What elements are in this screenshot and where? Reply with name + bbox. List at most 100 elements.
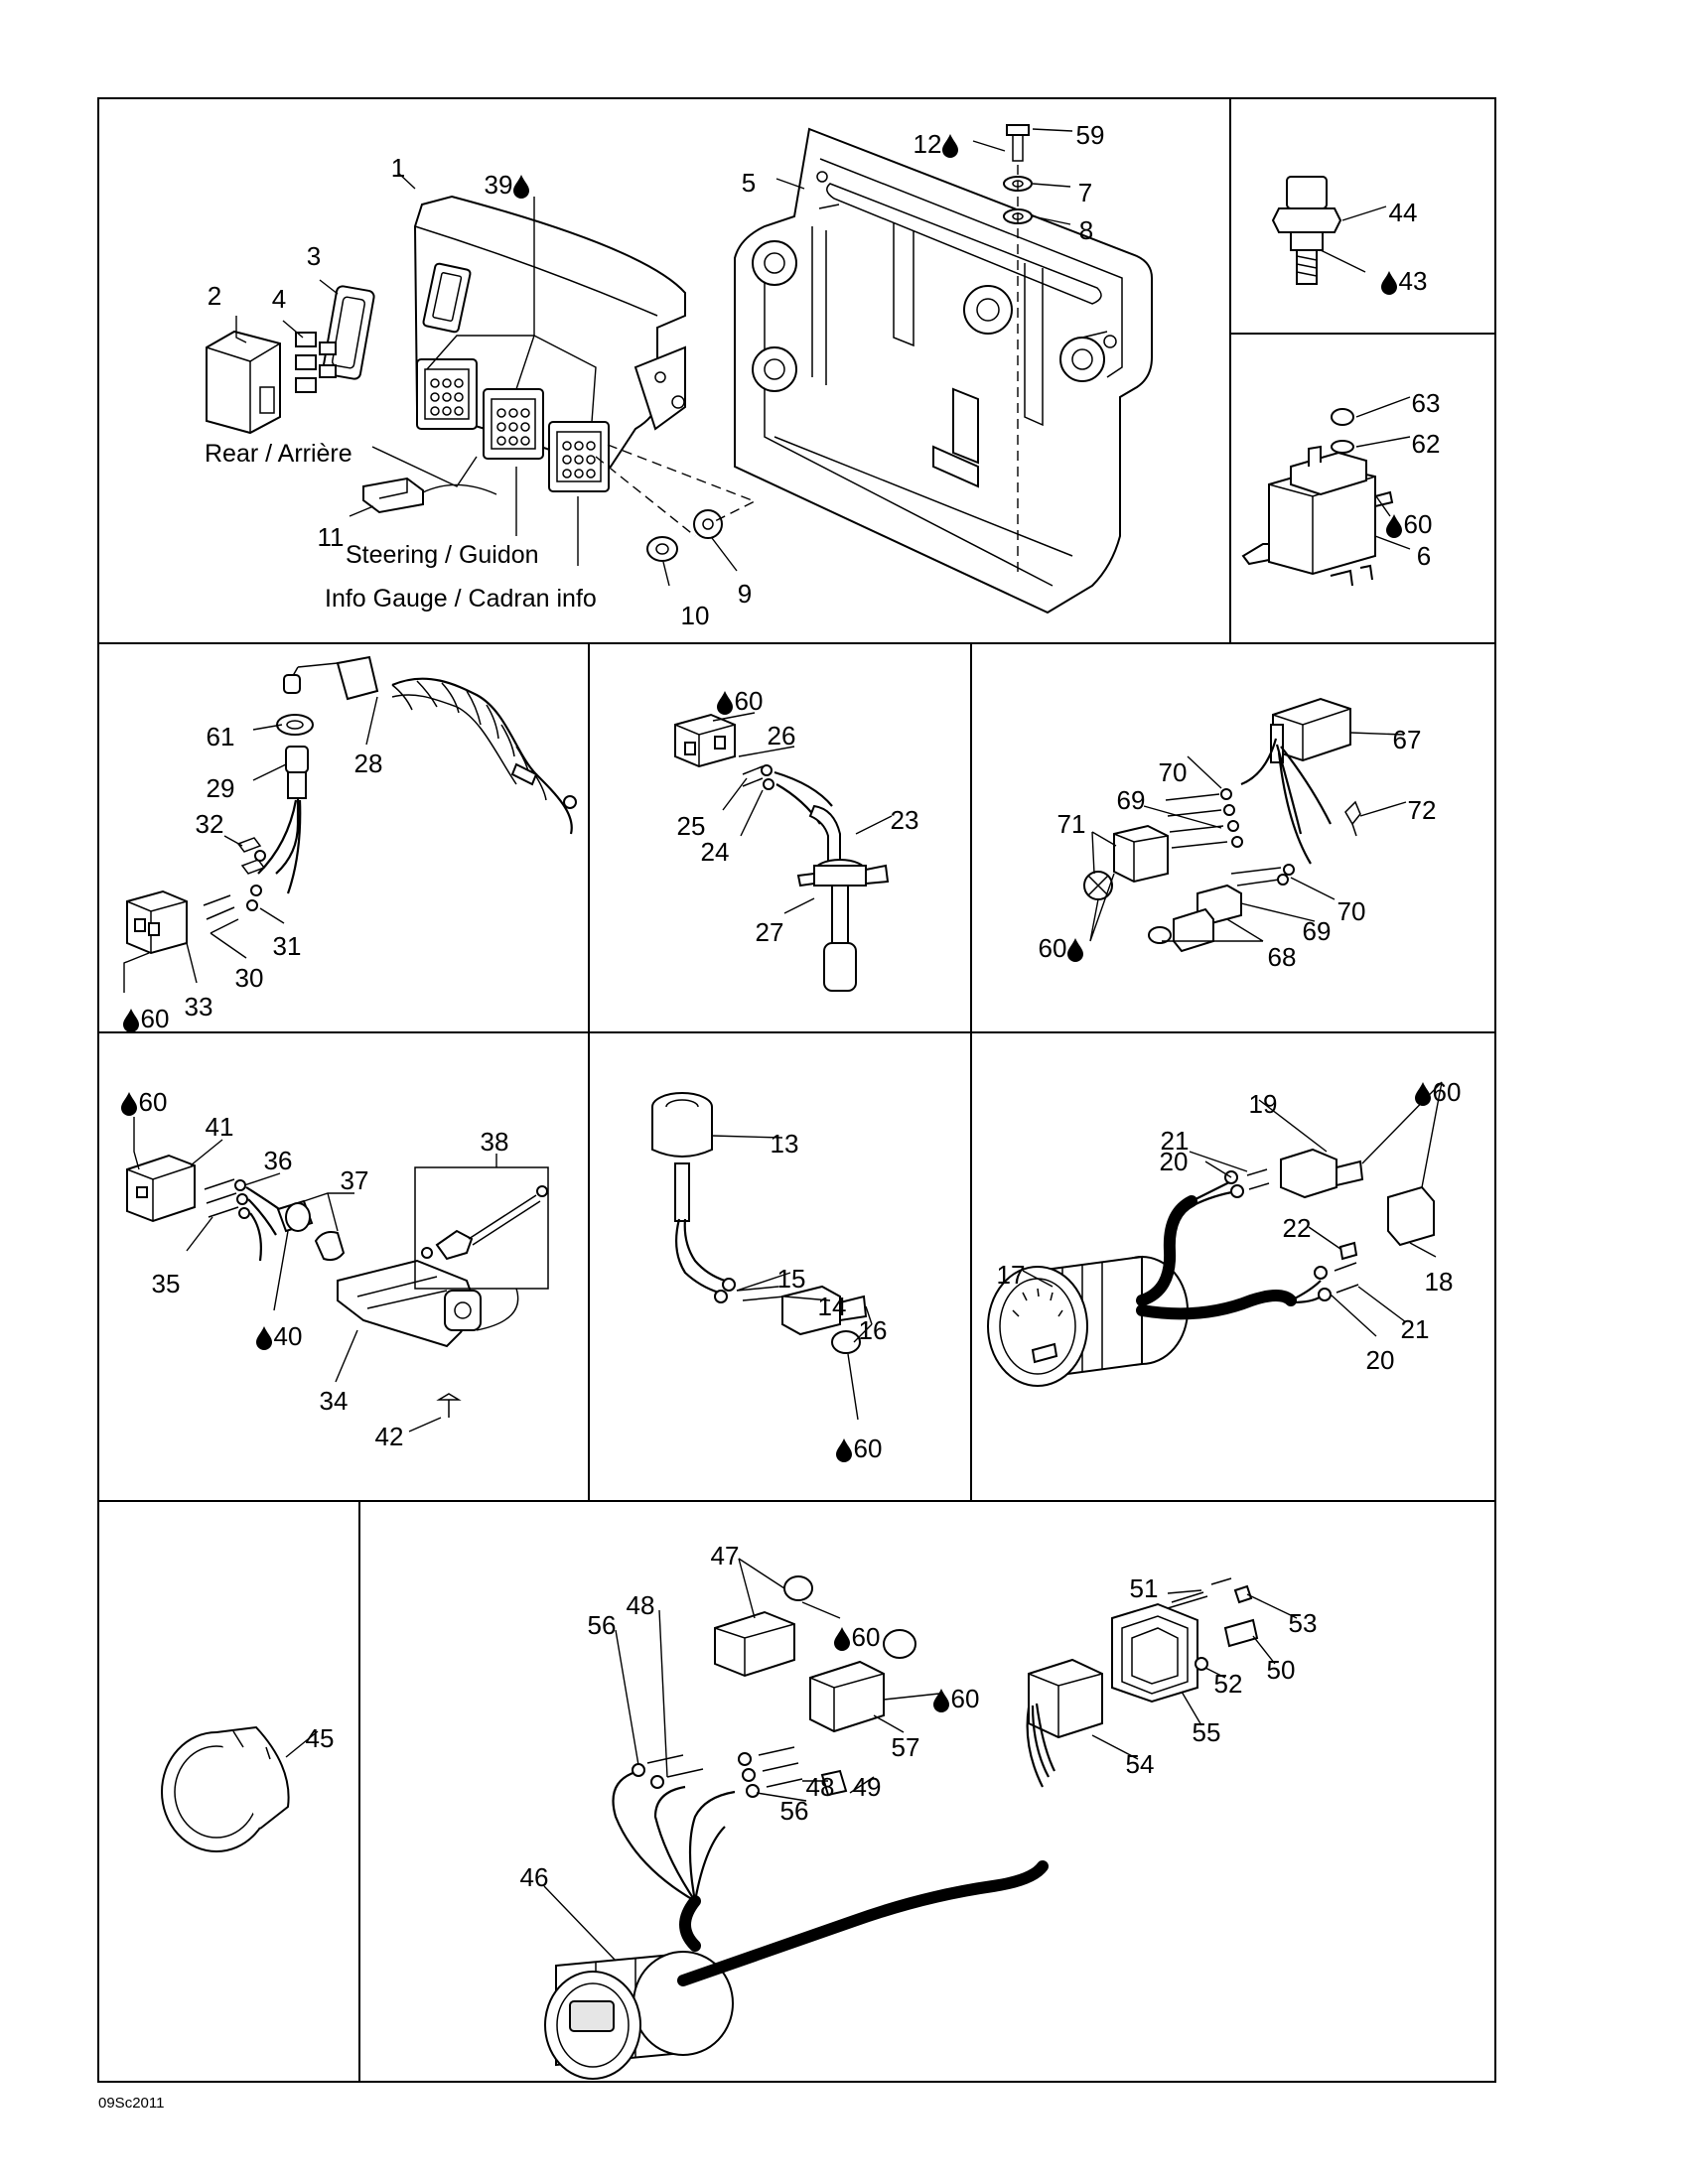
part-number: 62	[1412, 429, 1441, 459]
part-number: 4	[272, 284, 286, 314]
callout-c8: 8	[1079, 215, 1093, 245]
callout-c54: 54	[1126, 1749, 1155, 1779]
callout-c70b: 70	[1337, 896, 1366, 926]
callout-c28: 28	[354, 749, 383, 778]
callout-c70a: 70	[1159, 757, 1188, 787]
part-number: 12	[914, 129, 942, 159]
part-number: 17	[997, 1260, 1026, 1290]
callout-c60i: 60	[933, 1684, 979, 1713]
callout-c69b: 69	[1303, 916, 1332, 946]
callout-c33: 33	[185, 992, 213, 1022]
part-number: 57	[892, 1732, 920, 1762]
part-number: 29	[207, 773, 235, 803]
callout-c21b: 21	[1401, 1314, 1430, 1344]
callout-c50: 50	[1267, 1655, 1296, 1685]
callout-c13: 13	[771, 1129, 799, 1159]
callout-c35: 35	[152, 1269, 181, 1298]
callout-c10: 10	[681, 601, 710, 630]
sealant-drop-icon	[1067, 938, 1083, 962]
part-number: 48	[627, 1590, 655, 1620]
mounting-bracket	[734, 127, 1153, 614]
callout-c60h: 60	[834, 1622, 880, 1652]
callout-c63: 63	[1412, 388, 1441, 418]
throttle-sensor-assembly	[126, 1154, 549, 1418]
part-number: 37	[341, 1165, 369, 1195]
part-number: 38	[481, 1127, 509, 1157]
part-number: 36	[264, 1146, 293, 1175]
part-number: 54	[1126, 1749, 1155, 1779]
bezel-ring	[161, 1725, 290, 1852]
sealant-drop-icon	[933, 1689, 949, 1712]
callout-c51: 51	[1130, 1573, 1159, 1603]
callout-c26: 26	[768, 721, 796, 751]
callout-c60c: 60	[717, 686, 763, 716]
connector-port-rear	[416, 358, 478, 430]
callout-c9: 9	[738, 579, 752, 609]
part-number: 42	[375, 1422, 404, 1451]
part-number: 20	[1366, 1345, 1395, 1375]
callout-c15: 15	[777, 1264, 806, 1294]
part-number: 50	[1267, 1655, 1296, 1685]
callout-c60g: 60	[1415, 1077, 1461, 1107]
callout-c48a: 48	[627, 1590, 655, 1620]
callout-c43: 43	[1381, 266, 1427, 296]
analog-gauge-assembly	[987, 1148, 1435, 1387]
part-number: 21	[1401, 1314, 1430, 1344]
temperature-sensor	[1271, 176, 1342, 285]
part-number: 18	[1425, 1267, 1454, 1297]
part-number: 31	[273, 931, 302, 961]
part-number: 16	[859, 1315, 888, 1345]
solenoid-valve	[1241, 408, 1394, 587]
callout-c41: 41	[206, 1112, 234, 1142]
callout-c23: 23	[891, 805, 919, 835]
relay-block	[206, 330, 281, 435]
callout-c5: 5	[742, 168, 756, 198]
callout-c4: 4	[272, 284, 286, 314]
part-number: 53	[1289, 1608, 1318, 1638]
callout-c17: 17	[997, 1260, 1026, 1290]
connector-port-steering	[483, 388, 544, 460]
digital-gauge-assembly	[544, 1575, 1259, 2080]
callout-c7: 7	[1078, 178, 1092, 207]
part-number: 48	[806, 1772, 835, 1802]
callout-c60a: 60	[1386, 509, 1432, 539]
part-number: 67	[1393, 725, 1422, 754]
sealant-drop-icon	[256, 1326, 272, 1350]
part-number: 30	[235, 963, 264, 993]
callout-c62: 62	[1412, 429, 1441, 459]
caption-steering: Steering / Guidon	[346, 541, 539, 569]
part-number: 70	[1159, 757, 1188, 787]
connector-captions: Rear / Arrière Steering / Guidon Info Ga…	[205, 440, 597, 613]
part-number: 47	[711, 1541, 740, 1570]
callout-c72: 72	[1408, 795, 1437, 825]
part-number: 11	[318, 522, 345, 552]
part-number: 14	[818, 1292, 847, 1321]
part-number: 43	[1399, 266, 1428, 296]
callout-c60b: 60	[123, 1004, 169, 1033]
part-number: 60	[1404, 509, 1433, 539]
sealant-drop-icon	[513, 175, 529, 199]
diagram-code: 09Sc2011	[98, 2095, 164, 2112]
part-number: 52	[1214, 1669, 1243, 1699]
part-number: 15	[777, 1264, 806, 1294]
callout-c67: 67	[1393, 725, 1422, 754]
part-number: 41	[206, 1112, 234, 1142]
part-number: 60	[852, 1622, 881, 1652]
callout-c20b: 20	[1366, 1345, 1395, 1375]
part-number: 33	[185, 992, 213, 1022]
callout-c32: 32	[196, 809, 224, 839]
callout-c68: 68	[1268, 942, 1297, 972]
callout-c69a: 69	[1117, 785, 1146, 815]
part-number: 27	[756, 917, 784, 947]
part-number: 70	[1337, 896, 1366, 926]
callout-c1: 1	[391, 153, 405, 183]
part-number: 28	[354, 749, 383, 778]
callout-c30: 30	[235, 963, 264, 993]
part-number: 3	[307, 241, 321, 271]
part-number: 23	[891, 805, 919, 835]
part-number: 7	[1078, 178, 1092, 207]
callout-c16: 16	[859, 1315, 888, 1345]
callout-c27: 27	[756, 917, 784, 947]
part-number: 69	[1117, 785, 1146, 815]
part-number: 22	[1283, 1213, 1312, 1243]
